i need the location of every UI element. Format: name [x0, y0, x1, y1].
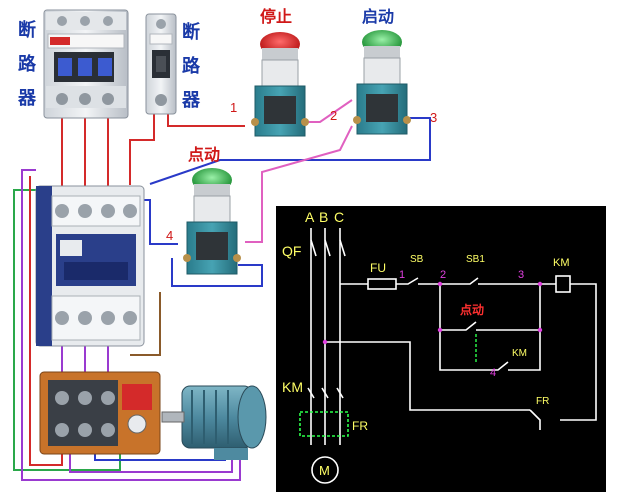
km-coil-label: KM — [553, 257, 570, 269]
thermal-relay — [39, 371, 161, 455]
wire-purple-left — [21, 169, 241, 481]
start-button — [353, 30, 411, 135]
wire-red-1p — [129, 112, 155, 185]
wire-number-1: 1 — [230, 100, 237, 115]
wire-number-2: 2 — [330, 108, 337, 123]
wire-motor-a — [69, 452, 233, 473]
breaker-3p — [43, 9, 129, 119]
km-aux-label: KM — [512, 348, 527, 359]
node-4: 4 — [490, 367, 496, 379]
breaker-1p-char-2: 路 — [182, 55, 201, 77]
schematic-jog-label: 点动 — [460, 302, 484, 317]
phase-c: C — [334, 209, 344, 225]
fu-label: FU — [370, 261, 386, 275]
wire-jog-pink — [245, 125, 353, 243]
wire-brown — [130, 292, 161, 356]
wire-number-4: 4 — [166, 228, 173, 243]
schematic-wires — [299, 228, 597, 484]
schematic-labels: A B C QF FU SB SB1 KM KM KM FR FR M — [282, 209, 570, 478]
start-button-label: 启动 — [362, 7, 394, 26]
schematic-junctions — [322, 281, 543, 345]
wire-1 — [167, 112, 245, 127]
fr-left-label: FR — [352, 419, 368, 433]
km-main-label: KM — [282, 379, 303, 395]
breaker-3p-char-1: 断 — [18, 19, 36, 41]
phase-b: B — [319, 209, 328, 225]
breaker-3p-char-3: 器 — [17, 88, 37, 109]
jog-button — [183, 168, 241, 275]
breaker-1p — [145, 13, 177, 115]
qf-label: QF — [282, 243, 301, 259]
wire-number-3: 3 — [430, 110, 437, 125]
breaker-3p-label: 断 路 器 — [17, 19, 37, 109]
wire-3 — [149, 117, 431, 185]
schematic-panel: A B C QF FU SB SB1 KM KM KM FR FR M 点动 1… — [276, 206, 606, 492]
sb-label: SB — [410, 254, 424, 265]
breaker-1p-char-3: 器 — [181, 90, 201, 111]
breaker-1p-char-1: 断 — [182, 21, 200, 43]
stop-button-label: 停止 — [260, 7, 292, 26]
schematic-node-numbers: 1 2 3 4 — [399, 269, 524, 379]
wire-jog-blue — [171, 258, 263, 287]
fr-right-label: FR — [536, 396, 549, 407]
jog-button-label: 点动 — [188, 145, 220, 164]
wire-2 — [300, 99, 353, 123]
sb1-label: SB1 — [466, 254, 485, 265]
contactor — [35, 185, 145, 347]
phase-a: A — [305, 209, 315, 225]
node-3: 3 — [518, 269, 524, 281]
wire-number-labels: 1 2 3 4 — [166, 100, 437, 243]
motor — [161, 385, 267, 460]
stop-button — [251, 32, 309, 137]
wire-motor-b — [94, 452, 226, 461]
breaker-3p-char-2: 路 — [18, 53, 37, 75]
motor-label: M — [319, 463, 330, 478]
node-1: 1 — [399, 269, 405, 281]
node-2: 2 — [440, 269, 446, 281]
breaker-1p-label: 断 路 器 — [181, 21, 201, 111]
